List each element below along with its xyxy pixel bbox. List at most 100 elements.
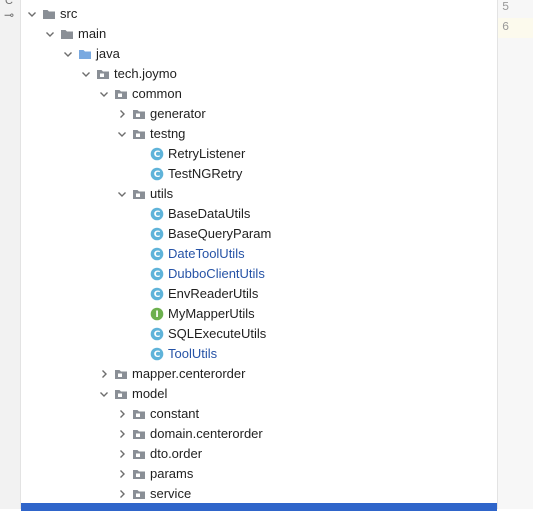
selected-row-highlight[interactable]	[21, 503, 497, 511]
line-number: 5	[502, 0, 510, 14]
chevron-right-icon[interactable]	[116, 408, 128, 420]
folder-icon	[60, 27, 74, 41]
package-icon	[114, 387, 128, 401]
tree-row-label: src	[60, 6, 78, 21]
tree-row-label: utils	[150, 186, 174, 201]
tree-row-label: mapper.centerorder	[132, 366, 246, 381]
tree-row-label: service	[150, 486, 192, 501]
tree-row-params[interactable]: params	[21, 464, 497, 484]
tree-row-envreaderutils[interactable]: C EnvReaderUtils	[21, 284, 497, 304]
chevron-down-icon[interactable]	[98, 388, 110, 400]
tree-row-label: SQLExecuteUtils	[168, 326, 267, 341]
tree-row-constant[interactable]: constant	[21, 404, 497, 424]
package-icon	[114, 87, 128, 101]
tree-row-label: BaseQueryParam	[168, 226, 272, 241]
chevron-right-icon[interactable]	[98, 368, 110, 380]
interface-icon: I	[150, 307, 164, 321]
tree-row-mymapperutils[interactable]: I MyMapperUtils	[21, 304, 497, 324]
tree-row-mapper-centerorder[interactable]: mapper.centerorder	[21, 364, 497, 384]
tree-row-java[interactable]: java	[21, 44, 497, 64]
chevron-right-icon[interactable]	[116, 448, 128, 460]
chevron-down-icon[interactable]	[98, 88, 110, 100]
tree-row-basequeryparam[interactable]: C BaseQueryParam	[21, 224, 497, 244]
package-icon	[132, 447, 146, 461]
tree-row-label: DubboClientUtils	[168, 266, 265, 281]
chevron-down-icon[interactable]	[116, 188, 128, 200]
class-icon: C	[150, 287, 164, 301]
class-icon: C	[150, 267, 164, 281]
tree-row-toolutils[interactable]: C ToolUtils	[21, 344, 497, 364]
svg-text:C: C	[154, 150, 161, 160]
class-icon: C	[150, 207, 164, 221]
tree-row-label: domain.centerorder	[150, 426, 263, 441]
tree-row-dubboclientutils[interactable]: C DubboClientUtils	[21, 264, 497, 284]
tree-row-label: params	[150, 466, 194, 481]
tree-row-dto-order[interactable]: dto.order	[21, 444, 497, 464]
structure-icon[interactable]: С⊸	[3, 0, 15, 22]
tree-row-testng[interactable]: testng	[21, 124, 497, 144]
package-icon	[132, 427, 146, 441]
chevron-down-icon[interactable]	[44, 28, 56, 40]
chevron-right-icon[interactable]	[116, 108, 128, 120]
chevron-right-icon[interactable]	[116, 488, 128, 500]
tree-row-label: EnvReaderUtils	[168, 286, 259, 301]
package-icon	[132, 187, 146, 201]
tree-row-label: java	[96, 46, 120, 61]
tree-row-label: tech.joymo	[114, 66, 177, 81]
folder-icon	[42, 7, 56, 21]
tree-row-src[interactable]: src	[21, 4, 497, 24]
tree-row-label: MyMapperUtils	[168, 306, 255, 321]
class-icon: C	[150, 147, 164, 161]
chevron-right-icon[interactable]	[116, 468, 128, 480]
package-icon	[132, 127, 146, 141]
source-folder-icon	[78, 47, 92, 61]
tree-row-datetoolutils[interactable]: C DateToolUtils	[21, 244, 497, 264]
line-number: 6	[502, 20, 510, 34]
class-icon: C	[150, 247, 164, 261]
svg-text:C: C	[154, 270, 161, 280]
tree-row-label: TestNGRetry	[168, 166, 243, 181]
chevron-down-icon[interactable]	[80, 68, 92, 80]
chevron-right-icon[interactable]	[116, 428, 128, 440]
svg-text:C: C	[154, 210, 161, 220]
class-icon: C	[150, 227, 164, 241]
chevron-down-icon[interactable]	[26, 8, 38, 20]
chevron-down-icon[interactable]	[116, 128, 128, 140]
tree-row-common[interactable]: common	[21, 84, 497, 104]
chevron-down-icon[interactable]	[62, 48, 74, 60]
tree-row-label: testng	[150, 126, 186, 141]
tree-row-main[interactable]: main	[21, 24, 497, 44]
package-icon	[114, 367, 128, 381]
tree-row-generator[interactable]: generator	[21, 104, 497, 124]
tree-row-label: generator	[150, 106, 206, 121]
editor-gutter: 5 6	[497, 0, 533, 509]
tool-window-strip: С⊸	[0, 0, 21, 509]
tree-row-basedatautils[interactable]: C BaseDataUtils	[21, 204, 497, 224]
svg-text:C: C	[154, 230, 161, 240]
tree-row-utils[interactable]: utils	[21, 184, 497, 204]
class-icon: C	[150, 167, 164, 181]
svg-text:I: I	[155, 310, 158, 320]
tree-row-label: common	[132, 86, 182, 101]
svg-text:C: C	[154, 170, 161, 180]
tree-row-label: model	[132, 386, 168, 401]
tree-row-service[interactable]: service	[21, 484, 497, 504]
package-icon	[132, 107, 146, 121]
tree-row-label: dto.order	[150, 446, 203, 461]
tree-row-label: constant	[150, 406, 200, 421]
current-line-highlight	[498, 18, 533, 38]
svg-text:C: C	[154, 250, 161, 260]
tree-row-testngretry[interactable]: C TestNGRetry	[21, 164, 497, 184]
tree-row-label: ToolUtils	[168, 346, 218, 361]
svg-text:C: C	[154, 350, 161, 360]
package-icon	[132, 467, 146, 481]
tree-row-label: DateToolUtils	[168, 246, 245, 261]
tree-row-label: main	[78, 26, 107, 41]
tree-row-model[interactable]: model	[21, 384, 497, 404]
package-icon	[132, 407, 146, 421]
tree-row-domain-centerorder[interactable]: domain.centerorder	[21, 424, 497, 444]
tree-row-label: BaseDataUtils	[168, 206, 251, 221]
tree-row-tech-joymo[interactable]: tech.joymo	[21, 64, 497, 84]
